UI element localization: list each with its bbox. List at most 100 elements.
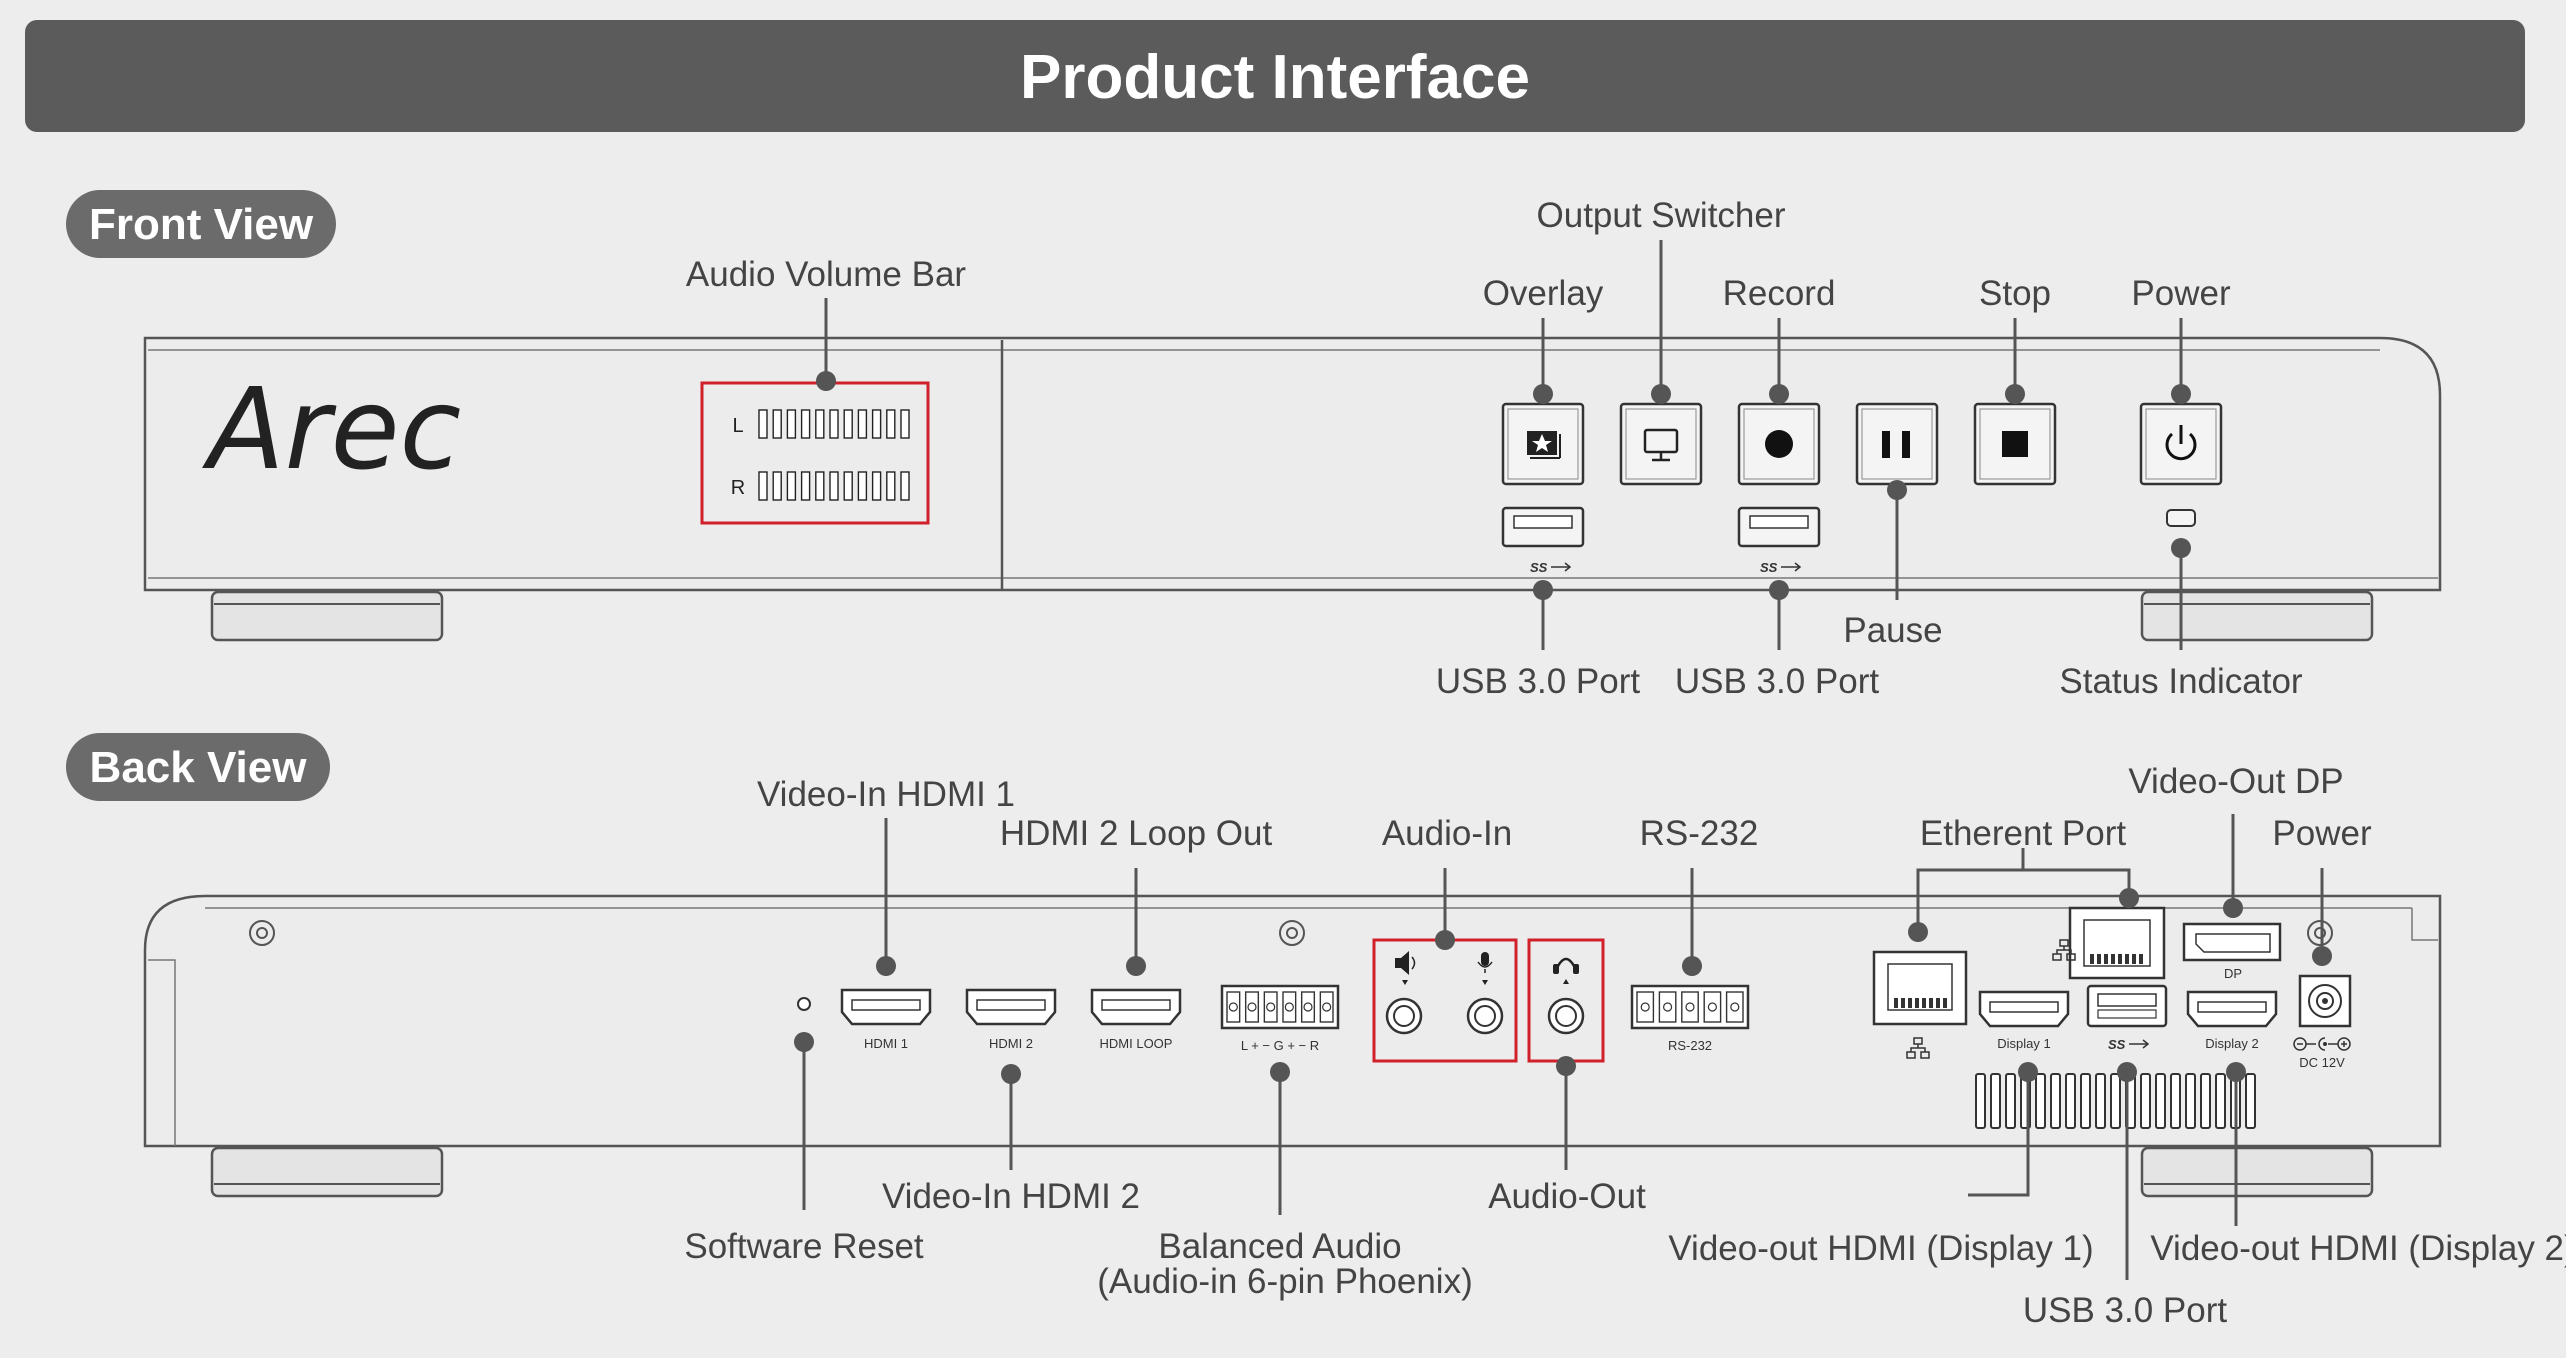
rj45-pin — [1894, 998, 1898, 1008]
record-button[interactable] — [1737, 402, 1821, 486]
meter-segment — [786, 471, 797, 501]
back-usb-port[interactable] — [2086, 984, 2168, 1028]
display2-hdmi-port[interactable] — [2186, 990, 2278, 1028]
front-usb-port-right[interactable] — [1737, 506, 1821, 548]
ethernet-port-upper[interactable] — [2068, 906, 2166, 980]
vent-slot — [2050, 1073, 2061, 1129]
front-usb-left-logo-icon — [1551, 562, 1572, 572]
rj45-pin — [1915, 998, 1919, 1008]
record-icon — [1765, 430, 1793, 458]
meter-segment — [772, 409, 782, 439]
hdmi2-mark: HDMI 2 — [989, 1036, 1033, 1051]
vent-slot — [1975, 1073, 1986, 1129]
headphone-out-jack[interactable] — [1547, 997, 1585, 1035]
display2-mark: Display 2 — [2205, 1036, 2258, 1051]
label-video-out-display2: Video-out HDMI (Display 2) — [2150, 1229, 2566, 1268]
meter-segment — [829, 409, 839, 439]
displayport-port[interactable] — [2182, 922, 2282, 962]
label-ethernet-port: Etherent Port — [1920, 814, 2126, 853]
label-power-back: Power — [2272, 814, 2372, 853]
meter-segment — [815, 471, 825, 501]
terminal-screw — [1730, 1002, 1740, 1012]
vent-slot — [2140, 1073, 2151, 1129]
terminal-screw — [1266, 1002, 1276, 1012]
phoenix-6pin-connector[interactable] — [1220, 984, 1340, 1030]
headphones-icon — [1553, 957, 1579, 984]
hdmi1-port[interactable] — [840, 988, 932, 1026]
software-reset-pinhole[interactable] — [797, 997, 811, 1011]
front-panel-body — [143, 336, 2442, 592]
dc12v-mark: DC 12V — [2299, 1055, 2345, 1070]
mic-in-jack[interactable] — [1466, 997, 1504, 1035]
display1-hdmi-port[interactable] — [1978, 990, 2070, 1028]
hdmi1-mark: HDMI 1 — [864, 1036, 908, 1051]
terminal-screw — [1707, 1002, 1718, 1012]
speaker-icon — [1395, 951, 1416, 985]
front-usb-right-logo: SS — [1760, 560, 1778, 575]
rj45-pin — [1943, 998, 1947, 1008]
meter-segment — [886, 409, 896, 439]
line-in-jack[interactable] — [1385, 997, 1423, 1035]
label-output-switcher: Output Switcher — [1537, 196, 1786, 235]
rj45-pin — [2097, 954, 2101, 964]
label-video-in-hdmi2: Video-In HDMI 2 — [882, 1177, 1140, 1216]
label-usb-left: USB 3.0 Port — [1436, 662, 1641, 701]
rj45-pin — [2090, 954, 2094, 964]
terminal-screw — [1322, 1002, 1332, 1012]
rj45-pin — [1922, 998, 1926, 1008]
label-audio-volume-bar: Audio Volume Bar — [686, 255, 967, 294]
label-audio-in: Audio-In — [1382, 814, 1512, 853]
ethernet-port-lower[interactable] — [1872, 950, 1968, 1026]
rj45-pin — [2139, 954, 2143, 964]
output-switcher-button[interactable] — [1619, 402, 1703, 486]
terminal-pin — [1681, 991, 1699, 1023]
hdmi2-port[interactable] — [965, 988, 1057, 1026]
back-panel-right-bracket — [2411, 908, 2438, 941]
meter-segment — [829, 471, 839, 501]
terminal-screw — [1662, 1002, 1673, 1012]
meter-segments-right — [758, 471, 910, 501]
label-audio-out: Audio-Out — [1488, 1177, 1646, 1216]
vent-slot — [2005, 1073, 2016, 1129]
rj45-pin — [2125, 954, 2129, 964]
overlay-icon — [1527, 431, 1561, 459]
vent-slot — [2080, 1073, 2091, 1129]
pause-icon — [1882, 431, 1910, 458]
front-view-heading: Front View — [89, 200, 314, 249]
terminal-pin — [1658, 991, 1677, 1023]
front-foot-right — [2140, 590, 2374, 642]
meter-segment — [857, 471, 868, 501]
status-indicator-led — [2166, 509, 2196, 527]
label-video-out-dp: Video-Out DP — [2128, 762, 2343, 801]
vent-slot — [2245, 1073, 2256, 1129]
back-usb-logo-icon — [2129, 1039, 2150, 1049]
screw-hole-mid — [1279, 920, 1305, 946]
vent-slot — [2095, 1073, 2106, 1129]
dc-power-jack[interactable] — [2298, 974, 2352, 1028]
vent-slot — [2200, 1073, 2211, 1129]
pause-button[interactable] — [1855, 402, 1939, 486]
power-button[interactable] — [2139, 402, 2223, 486]
network-icon-upper — [2052, 939, 2076, 961]
rj45-pin — [2118, 954, 2122, 964]
vent-slot — [2110, 1073, 2121, 1129]
meter-segment — [800, 471, 811, 501]
rs232-connector[interactable] — [1630, 984, 1750, 1030]
back-callouts — [794, 814, 2332, 1280]
meter-segment — [843, 471, 853, 501]
microphone-icon — [1477, 952, 1493, 985]
back-usb-logo: SS — [2108, 1037, 2126, 1052]
meter-segment — [843, 409, 853, 439]
front-view-pill — [66, 190, 336, 258]
hdmi-loop-port[interactable] — [1090, 988, 1182, 1026]
stop-button[interactable] — [1973, 402, 2057, 486]
terminal-screw — [1247, 1002, 1257, 1012]
front-usb-port-left[interactable] — [1501, 506, 1585, 548]
terminal-pin — [1725, 991, 1744, 1023]
back-panel-left-bracket — [148, 959, 176, 1146]
terminal-screw — [1284, 1002, 1294, 1012]
terminal-pin — [1319, 991, 1334, 1023]
title-bar — [25, 20, 2525, 132]
label-rs232: RS-232 — [1640, 814, 1759, 853]
overlay-button[interactable] — [1501, 402, 1585, 486]
